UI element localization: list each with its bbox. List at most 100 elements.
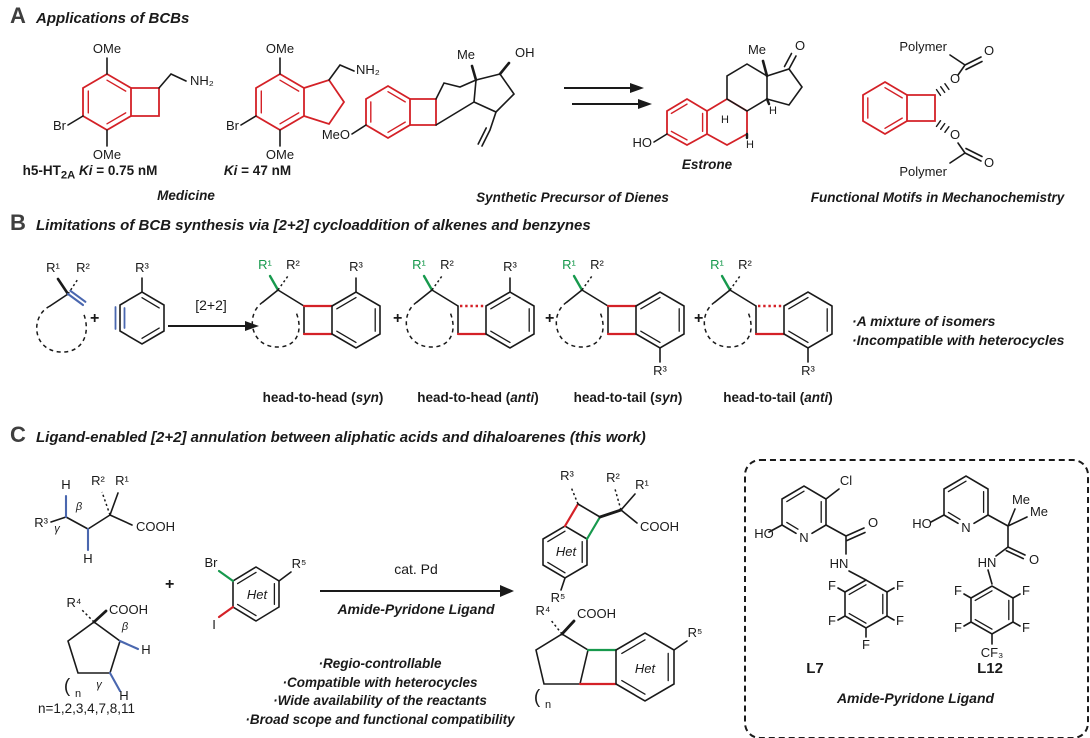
estrone-structure: HO Me O H H H (633, 38, 806, 151)
bonds (768, 485, 895, 638)
label-pre: head-to-tail ( (573, 390, 655, 405)
diene-precursor-structure: MeO Me OH (322, 45, 535, 147)
catalyst-label: cat. Pd (394, 561, 438, 577)
diene-caption: Synthetic Precursor of Dienes (476, 190, 669, 205)
ho-label: HO (754, 526, 774, 541)
me-label: Me (748, 42, 766, 57)
ligand-box-caption: Amide-Pyridone Ligand (836, 690, 995, 706)
carbonyl-o-bottom-label: O (984, 155, 994, 170)
fused-bcb-acid-product-structure: R⁴ COOH Het R⁵ ( n (534, 603, 703, 711)
limitation-notes: ·A mixture of isomers ·Incompatible with… (852, 312, 1087, 350)
i-label: I (212, 617, 216, 632)
r3-label: R³ (34, 515, 48, 530)
bcb-amine-bonds (67, 57, 187, 147)
bonds (542, 486, 638, 591)
bonds (251, 274, 381, 349)
acyclic-acid-structure: R³ γ H β H R² R¹ COOH (34, 473, 175, 566)
r4-label: R⁴ (67, 595, 82, 610)
r3-label: R³ (653, 363, 667, 378)
caption-prefix: h5-HT (22, 163, 61, 178)
f-label-1: F (896, 578, 904, 593)
beta-label: β (121, 621, 129, 633)
isomer-label-ht-syn: head-to-tail (syn) (549, 390, 707, 405)
caption-val: = 0.75 nM (92, 163, 158, 178)
het-label: Het (635, 661, 657, 676)
hn-label: HN (830, 556, 849, 571)
carbonyl-o-top-label: O (984, 43, 994, 58)
product-hh-anti-structure: R¹ R² R³ (405, 257, 535, 349)
r3-label: R³ (135, 260, 149, 275)
br-label: Br (53, 118, 67, 133)
r5-label: R⁵ (688, 625, 703, 640)
carbonyl-o-label: O (868, 515, 878, 530)
h-beta-label: H (141, 642, 150, 657)
label-pre: head-to-head ( (262, 390, 356, 405)
bonds (703, 274, 833, 363)
estrone-bonds (653, 52, 803, 147)
n-label: N (961, 520, 970, 535)
cf3-label: CF₃ (981, 645, 1004, 660)
r5-label: R⁵ (292, 556, 307, 571)
ligand-l12-structure: HO N Me Me O HN F F F F CF₃ (912, 475, 1048, 660)
n-label: N (799, 530, 808, 545)
plus-sign: + (694, 310, 704, 327)
br-label: Br (226, 118, 240, 133)
ketone-o-label: O (795, 38, 805, 53)
ligand-condition-label: Amide-Pyridone Ligand (336, 601, 495, 617)
plus-sign: + (545, 310, 555, 327)
bcb-amine-caption: h5-HT2A Ki = 0.75 nM (5, 163, 175, 182)
bcb-amine-structure: OMe OMe Br NH₂ (53, 41, 214, 162)
ester-o-bottom-label: O (950, 127, 960, 142)
cooh-label: COOH (136, 519, 175, 534)
advantages-list: ·Regio-controllable ·Compatible with het… (212, 655, 548, 729)
me-label-1: Me (1012, 492, 1030, 507)
arrow-line (168, 321, 259, 331)
h-bottom-label: H (83, 551, 92, 566)
r3-label: R³ (801, 363, 815, 378)
r2-label: R² (76, 260, 90, 275)
f-label-2: F (896, 613, 904, 628)
ring-size-n: n (75, 688, 81, 700)
product-ht-syn-structure: R¹ R² R³ (555, 257, 685, 378)
indane-amine-bonds (240, 57, 355, 147)
f-label-5: F (828, 578, 836, 593)
het-label: Het (556, 544, 578, 559)
n-range-label: n=1,2,3,4,7,8,11 (38, 701, 135, 716)
f-label-3: F (954, 620, 962, 635)
r3-label: R³ (503, 259, 517, 274)
bonds (67, 609, 140, 693)
label-it: anti (804, 390, 829, 405)
carbonyl-o-label: O (1029, 552, 1039, 567)
reaction-arrow-b: [2+2] (168, 297, 259, 331)
label-post: ) (534, 390, 539, 405)
ome-top-label: OMe (93, 41, 121, 56)
ring-size-bracket: ( (64, 676, 71, 697)
ho-label: HO (912, 516, 932, 531)
arrow-lines (564, 83, 652, 109)
estrone-caption: Estrone (681, 157, 733, 172)
bonds (405, 274, 535, 349)
caption-ki: Ki (75, 163, 93, 178)
arrow-condition-label: [2+2] (195, 297, 227, 313)
hn-label: HN (978, 555, 997, 570)
note-line-2: ·Incompatible with heterocycles (852, 332, 1065, 348)
h-label-1: H (721, 114, 729, 126)
r5-label: R⁵ (551, 590, 566, 605)
gamma-label: γ (54, 523, 61, 535)
gamma-label: γ (96, 679, 103, 691)
label-it: syn (355, 390, 379, 405)
h-label-3: H (769, 105, 777, 117)
label-post: ) (828, 390, 833, 405)
cyclic-acid-structure: R⁴ COOH β H γ H ( n (64, 595, 151, 703)
indane-amine-structure: OMe OMe Br NH₂ (226, 41, 380, 162)
alkene-bonds (36, 277, 88, 353)
f-label-4: F (1022, 620, 1030, 635)
benzyne-bonds (114, 277, 165, 345)
bonds (50, 491, 133, 552)
bonds (555, 274, 685, 363)
panel-b-title: Limitations of BCB synthesis via [2+2] c… (36, 217, 591, 234)
plus-sign: + (90, 310, 100, 327)
het-label: Het (247, 587, 269, 602)
indane-amine-caption: Ki = 47 nM (195, 163, 320, 178)
